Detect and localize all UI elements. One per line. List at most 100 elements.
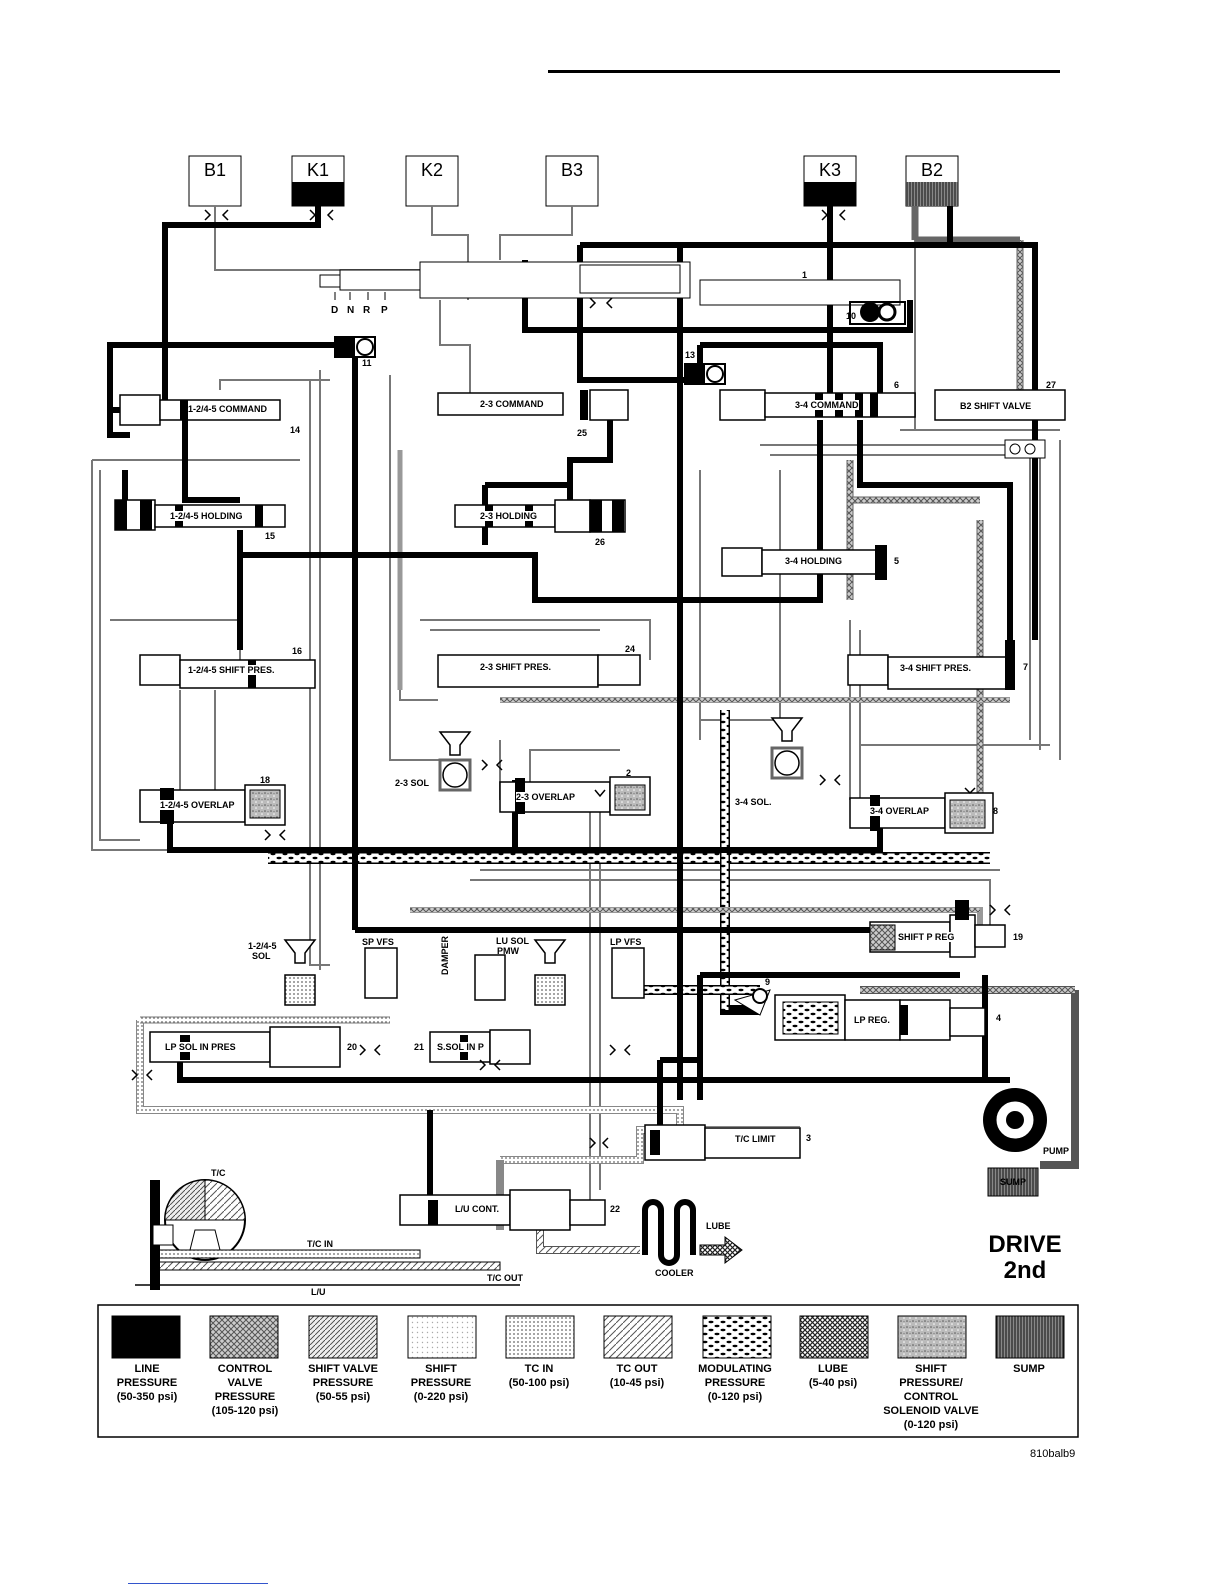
figure-id: 810balb9 <box>1030 1448 1076 1460</box>
ref-14: 14 <box>290 425 301 435</box>
ref-9: 9 <box>765 977 771 987</box>
label-sol-1245-b: SOL <box>252 951 271 961</box>
label-cmd-1245: 1-2/4-5 COMMAND <box>188 404 268 414</box>
element-b3-label: B3 <box>561 160 583 180</box>
label-pump: PUMP <box>1043 1146 1070 1156</box>
label-sp-23: 2-3 SHIFT PRES. <box>480 662 552 672</box>
ref-3: 3 <box>806 1133 812 1143</box>
ref-24: 24 <box>625 644 636 654</box>
ref-4: 4 <box>996 1013 1002 1023</box>
label-lu-sol-b: PMW <box>497 946 519 956</box>
label-ov-1245: 1-2/4-5 OVERLAP <box>160 800 235 810</box>
label-sol-1245-a: 1-2/4-5 <box>248 941 277 951</box>
orifice-marks <box>131 209 1011 1149</box>
label-cmd-23: 2-3 COMMAND <box>480 399 544 409</box>
label-b2-shift: B2 SHIFT VALVE <box>960 401 1032 411</box>
lube-arrow <box>699 1235 743 1265</box>
legend-swatch-sump <box>995 1315 1065 1359</box>
element-k3-label: K3 <box>819 160 841 180</box>
cooler <box>642 1199 696 1266</box>
element-b3-box <box>545 155 599 207</box>
label-lu-cont: L/U CONT. <box>455 1204 499 1214</box>
selector-pos-r: R <box>363 305 371 316</box>
ref-2: 2 <box>626 768 632 778</box>
element-boxes <box>188 155 959 207</box>
label-lp-vfs: LP VFS <box>610 937 642 947</box>
pump <box>983 1088 1047 1197</box>
legend-swatch-shift-valve <box>308 1315 378 1359</box>
label-ov-23: 2-3 OVERLAP <box>516 792 576 802</box>
legend-swatch-tc-out <box>603 1315 673 1359</box>
ref-1: 1 <box>802 270 808 280</box>
drive-mode-line1: DRIVE <box>988 1231 1062 1258</box>
legend-item-sump: SUMP <box>1013 1363 1045 1375</box>
legend-swatch-modulating <box>702 1315 772 1359</box>
label-lu-sol-a: LU SOL <box>496 936 529 946</box>
label-cmd-34: 3-4 COMMAND <box>795 400 859 410</box>
check-balls <box>334 336 1046 1016</box>
ref-13: 13 <box>685 350 696 360</box>
ref-6: 6 <box>894 380 900 390</box>
label-sp-vfs: SP VFS <box>362 937 394 947</box>
element-k1-label: K1 <box>307 160 329 180</box>
legend-swatch-lube <box>799 1315 869 1359</box>
label-sp-34: 3-4 SHIFT PRES. <box>900 663 972 673</box>
element-b1-label: B1 <box>204 160 226 180</box>
label-lu: L/U <box>311 1287 326 1297</box>
solenoids <box>283 717 804 1006</box>
torque-converter <box>135 1179 520 1290</box>
label-tc-out: T/C OUT <box>487 1273 523 1283</box>
manual-selector-valve <box>319 261 906 325</box>
label-tc: T/C <box>211 1168 226 1178</box>
label-hold-1245: 1-2/4-5 HOLDING <box>170 511 243 521</box>
label-sp-1245: 1-2/4-5 SHIFT PRES. <box>188 665 275 675</box>
label-lp-sol-in: LP SOL IN PRES <box>165 1042 236 1052</box>
ref-21: 21 <box>414 1042 425 1052</box>
ref-27: 27 <box>1046 380 1057 390</box>
label-hold-34: 3-4 HOLDING <box>785 556 843 566</box>
label-tc-in: T/C IN <box>307 1239 333 1249</box>
ref-15: 15 <box>265 531 276 541</box>
selector-pos-n: N <box>347 305 354 316</box>
ref-8: 8 <box>993 806 999 816</box>
ref-7: 7 <box>1023 662 1029 672</box>
ref-22: 22 <box>610 1204 621 1214</box>
ref-20: 20 <box>347 1042 358 1052</box>
drive-mode-line2: 2nd <box>1003 1257 1047 1284</box>
legend-swatch-solenoid <box>897 1315 967 1359</box>
ref-18: 18 <box>260 775 271 785</box>
ref-19: 19 <box>1013 932 1024 942</box>
legend-swatch-shift <box>407 1315 477 1359</box>
legend-item-tc-out: TC OUT(10-45 psi) <box>609 1363 665 1389</box>
selector-pos-p: P <box>381 305 388 316</box>
element-k2-box <box>405 155 459 207</box>
valve-patterned-ends <box>249 784 986 1035</box>
legend-swatch-control <box>209 1315 279 1359</box>
label-shift-p-reg: SHIFT P REG <box>898 932 955 942</box>
label-s-sol-in: S.SOL IN P <box>437 1042 484 1052</box>
label-lube: LUBE <box>706 1221 731 1231</box>
ref-25: 25 <box>577 428 588 438</box>
ref-16: 16 <box>292 646 303 656</box>
label-sol-34: 3-4 SOL. <box>735 797 772 807</box>
label-tc-limit: T/C LIMIT <box>735 1134 776 1144</box>
label-hold-23: 2-3 HOLDING <box>480 511 538 521</box>
legend-swatches <box>111 1315 1065 1359</box>
label-ov-34: 3-4 OVERLAP <box>870 806 930 816</box>
label-lp-reg: LP REG. <box>854 1015 890 1025</box>
label-sol-23: 2-3 SOL <box>395 778 430 788</box>
element-k2-label: K2 <box>421 160 443 180</box>
label-sump: SUMP <box>1000 1177 1027 1187</box>
ref-5: 5 <box>894 556 900 566</box>
header-rule <box>548 70 1060 73</box>
label-damper: DAMPER <box>440 935 450 975</box>
